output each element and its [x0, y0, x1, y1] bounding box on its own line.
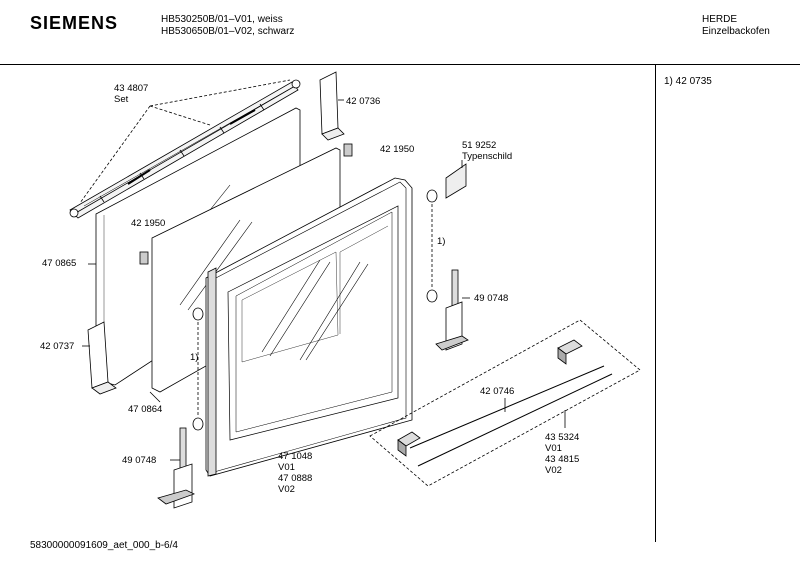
label-420736: 42 0736 — [346, 96, 381, 107]
label-note-left: 1) — [190, 352, 199, 363]
label-note-right: 1) — [437, 236, 446, 247]
side-note: 1) 42 0735 — [664, 76, 712, 87]
label-490748-right: 49 0748 — [474, 293, 509, 304]
label-434807: 43 4807 Set — [114, 83, 149, 105]
rating-plate — [445, 163, 467, 199]
footer-code: 58300000091609_aet_000_b-6/4 — [30, 540, 178, 551]
label-420737: 42 0737 — [40, 341, 75, 352]
category-info: HERDE Einzelbackofen — [702, 14, 770, 38]
category-line-2: Einzelbackofen — [702, 26, 770, 37]
header-divider — [0, 64, 800, 65]
pad-top-left — [192, 307, 204, 321]
handle-kit-box — [369, 319, 641, 487]
label-421950-top: 42 1950 — [380, 144, 415, 155]
label-435324: 43 5324 V01 43 4815 V02 — [545, 432, 580, 476]
hinge-right — [435, 269, 469, 351]
clip-top — [343, 143, 353, 157]
hinge-left — [157, 427, 196, 509]
model-line-1: HB530250B/01–V01, weiss — [161, 14, 283, 25]
outer-door-frame — [205, 177, 413, 477]
model-info: HB530250B/01–V01, weiss HB530650B/01–V02… — [161, 14, 294, 38]
pad-top-right — [426, 189, 438, 203]
category-line-1: HERDE — [702, 14, 738, 25]
top-trim-set — [69, 79, 301, 219]
label-470864: 47 0864 — [128, 404, 163, 415]
label-519252: 51 9252 Typenschild — [462, 140, 513, 162]
label-421950-left: 42 1950 — [131, 218, 166, 229]
label-420746: 42 0746 — [480, 386, 515, 397]
pad-bottom-right — [426, 289, 438, 303]
label-490748-left: 49 0748 — [122, 455, 157, 466]
set-leader-lines — [79, 79, 291, 204]
label-470865: 47 0865 — [42, 258, 77, 269]
pad-bottom-left — [192, 417, 204, 431]
door-handle — [397, 339, 613, 467]
label-471048: 47 1048 V01 47 0888 V02 — [278, 451, 313, 495]
clip-left — [139, 251, 149, 265]
hinge-cover-top — [319, 71, 345, 141]
side-divider — [655, 64, 656, 542]
model-line-2: HB530650B/01–V02, schwarz — [161, 26, 295, 37]
brand-logo: SIEMENS — [30, 13, 119, 33]
hinge-cover-bottom — [87, 321, 117, 395]
